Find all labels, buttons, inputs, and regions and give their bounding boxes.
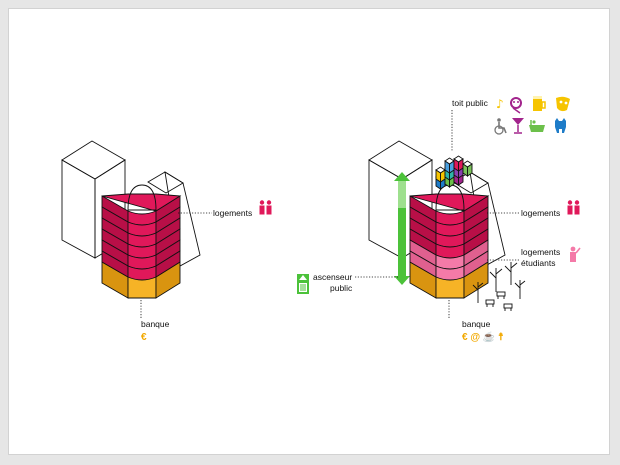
left-tower-left bbox=[61, 159, 96, 259]
right-labels: toit public ♪ bbox=[297, 96, 581, 343]
toit-public-label: toit public bbox=[452, 98, 489, 108]
ascenseur-label-1: ascenseur bbox=[313, 272, 352, 282]
wheelchair-icon bbox=[494, 118, 507, 135]
music-icon: ♪ bbox=[496, 97, 504, 111]
student-icon bbox=[570, 246, 581, 262]
left-building bbox=[61, 140, 201, 299]
left-labels: logements banque € bbox=[140, 200, 272, 343]
floor-front-face bbox=[127, 210, 157, 226]
right-rear-roof bbox=[452, 171, 489, 194]
floor-right-face bbox=[463, 250, 489, 278]
tree-icon bbox=[489, 268, 503, 292]
right-tower-top bbox=[368, 140, 433, 180]
cocktail-icon bbox=[512, 118, 524, 134]
right-etudiants-label-2: étudiants bbox=[521, 258, 556, 268]
ascenseur-label-2: public bbox=[330, 283, 353, 293]
right-bank-floors bbox=[409, 261, 489, 299]
elevator-icon bbox=[297, 274, 309, 294]
right-housing-floors bbox=[409, 193, 490, 281]
bath-icon bbox=[529, 120, 545, 132]
elevator-shaft bbox=[394, 172, 410, 285]
left-banque-label: banque bbox=[141, 319, 170, 329]
right-etudiants-label-1: logements bbox=[521, 247, 560, 257]
tree-icon bbox=[514, 280, 526, 299]
cube-right bbox=[467, 163, 473, 177]
elevator-bar-top bbox=[398, 178, 406, 208]
right-building bbox=[368, 140, 506, 299]
euro-icon: € bbox=[141, 332, 147, 343]
theatre-icon bbox=[510, 97, 522, 114]
left-logements-label: logements bbox=[213, 208, 252, 218]
right-logements-label: logements bbox=[521, 208, 560, 218]
floor-right-face bbox=[155, 250, 181, 278]
floor-front-face bbox=[435, 210, 465, 226]
left-tower-top bbox=[61, 140, 126, 180]
cat-icon bbox=[555, 118, 566, 133]
right-tower-left bbox=[368, 159, 403, 259]
mask-icon bbox=[556, 96, 570, 112]
bench-icon bbox=[496, 291, 506, 299]
bench-icon bbox=[503, 303, 513, 311]
floor-roof bbox=[409, 193, 490, 212]
left-dome bbox=[127, 184, 157, 211]
public-space-furniture bbox=[472, 262, 526, 311]
bank-services-icons: € @ ☕ ☨ bbox=[462, 330, 504, 343]
right-banque-label: banque bbox=[462, 319, 491, 329]
elevator-bar bbox=[398, 178, 406, 278]
bench-icon bbox=[485, 299, 495, 307]
people-icon bbox=[567, 200, 580, 215]
tree-icon bbox=[472, 282, 484, 303]
people-icon bbox=[259, 200, 272, 215]
roof-icons: ♪ bbox=[494, 96, 570, 135]
elevator-arrow-down bbox=[394, 276, 410, 285]
beer-icon bbox=[533, 96, 546, 111]
roof-cube-cluster bbox=[435, 155, 473, 190]
left-housing-floors bbox=[101, 193, 182, 281]
elevator-arrow-up bbox=[394, 172, 410, 181]
left-rear-roof bbox=[147, 171, 184, 194]
cube-right bbox=[449, 160, 455, 174]
floor-roof bbox=[101, 193, 182, 212]
cube-right bbox=[440, 169, 446, 183]
tree-icon bbox=[504, 262, 518, 285]
